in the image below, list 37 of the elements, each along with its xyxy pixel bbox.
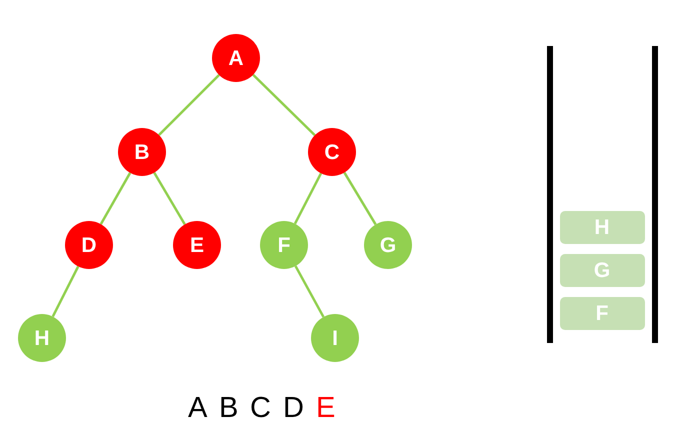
tree-edge: [52, 266, 80, 318]
node-label: F: [596, 302, 608, 324]
tree-edge: [100, 172, 132, 225]
tree-node-circle: [118, 128, 166, 176]
node-label: D: [81, 234, 97, 256]
node-label: I: [332, 328, 338, 348]
tree-edge: [153, 172, 186, 225]
tree-node-circle: [260, 221, 308, 269]
tree-edge: [343, 172, 377, 226]
traversal-letter: D: [283, 392, 304, 425]
tree-node-circle: [173, 221, 221, 269]
node-label: B: [134, 142, 150, 162]
stack-item: [560, 210, 644, 244]
tree-edge: [294, 172, 322, 224]
tree-node-circle: [212, 34, 260, 82]
node-label: H: [34, 328, 50, 348]
tree-node-circle: [65, 221, 113, 269]
traversal-letter: B: [219, 392, 238, 425]
tree-node-circle: [18, 314, 66, 362]
tree-node-circle: [311, 314, 359, 362]
traversal-letter: C: [250, 392, 271, 425]
tree-node-circle: [308, 128, 356, 176]
stack-item: [560, 254, 644, 286]
traversal-letter: E: [316, 392, 336, 425]
node-label: E: [190, 234, 204, 256]
tree-edge: [158, 74, 220, 136]
tree-edge: [252, 74, 316, 136]
node-label: G: [594, 260, 610, 280]
tree-edge: [294, 265, 325, 318]
node-label: G: [380, 234, 396, 256]
node-label: C: [324, 142, 340, 162]
node-label: H: [594, 216, 610, 238]
node-label: A: [228, 48, 244, 68]
traversal-letter: A: [188, 392, 208, 425]
tree-node-circle: [364, 221, 412, 269]
stack-item: [560, 296, 644, 330]
node-label: F: [278, 234, 290, 256]
